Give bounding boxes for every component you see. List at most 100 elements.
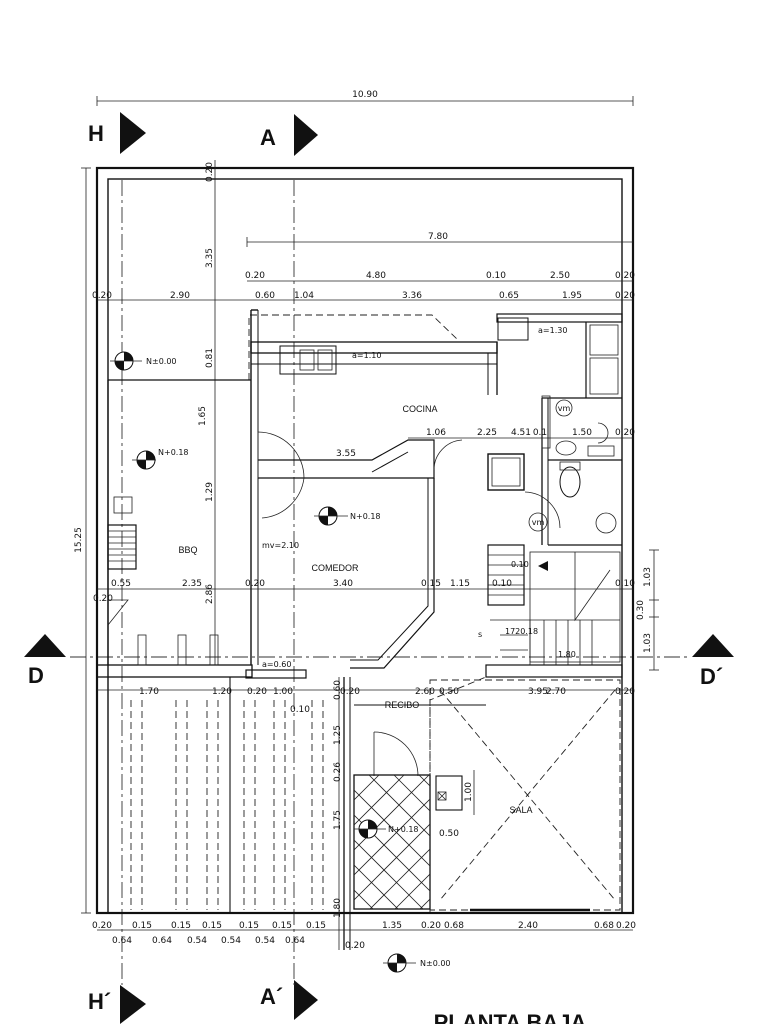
dim-overall-width: 10.90 [352, 90, 378, 100]
section-arrow-h-icon [120, 112, 146, 154]
section-arrow-d-prime-icon [692, 634, 734, 657]
svg-text:0.10: 0.10 [492, 579, 512, 589]
svg-text:4.51: 4.51 [511, 428, 531, 438]
interior-walls [96, 309, 623, 679]
note-a060: a=0.60 [262, 660, 291, 669]
section-arrow-h-prime-icon [120, 985, 146, 1024]
svg-text:0.15: 0.15 [272, 921, 292, 931]
svg-text:0.64: 0.64 [285, 936, 305, 946]
room-label-sala: SALA [509, 805, 532, 815]
note-stair2: 0.10 [511, 560, 529, 569]
svg-text:1.03: 1.03 [643, 567, 653, 587]
svg-text:0.68: 0.68 [594, 921, 614, 931]
svg-text:0.64: 0.64 [112, 936, 132, 946]
svg-text:0.15: 0.15 [421, 579, 441, 589]
svg-text:2.86: 2.86 [205, 584, 215, 604]
svg-text:0.20: 0.20 [345, 941, 365, 951]
staircase [487, 544, 621, 665]
svg-text:0.68: 0.68 [444, 921, 464, 931]
svg-text:0.20: 0.20 [616, 921, 636, 931]
section-label-h-prime: H´ [88, 989, 111, 1014]
section-label-d-prime: D´ [700, 664, 723, 689]
svg-text:1.06: 1.06 [426, 428, 446, 438]
dim-overall-depth: 15.25 [74, 527, 84, 553]
svg-text:7.80: 7.80 [428, 232, 448, 242]
level-marker-bbq: N+0.18 [132, 448, 189, 470]
note-s: s [478, 630, 482, 639]
dim-chain-row2: 0.20 2.90 0.60 1.04 3.36 0.65 1.95 0.20 [92, 291, 635, 301]
svg-text:1.25: 1.25 [333, 725, 343, 745]
note-a130: a=1.30 [538, 326, 567, 335]
section-marker-d: D [24, 634, 66, 688]
level-label-comedor: N+0.18 [350, 512, 381, 521]
section-label-a: A [260, 125, 276, 150]
level-label-exterior: N±0.00 [420, 959, 451, 968]
svg-text:1.70: 1.70 [139, 687, 159, 697]
section-label-a-prime: A´ [260, 984, 283, 1009]
recibo-vertical-dims: 0.60 1.25 0.26 1.75 1.80 1.00 0.50 [333, 677, 475, 950]
svg-text:0.20: 0.20 [92, 291, 112, 301]
level-marker-exterior: N±0.00 [383, 953, 451, 973]
level-marker-comedor: N+0.18 [314, 506, 381, 526]
svg-text:3.40: 3.40 [333, 579, 353, 589]
dim-chain-row1: 0.20 4.80 0.10 2.50 0.20 [245, 271, 635, 282]
svg-text:0.20: 0.20 [205, 162, 215, 182]
svg-text:1.29: 1.29 [205, 482, 215, 502]
note-a110: a=1.10 [352, 351, 381, 360]
svg-text:0.50: 0.50 [439, 829, 459, 839]
washer-label-1: vm [558, 404, 571, 413]
svg-text:0.55: 0.55 [111, 579, 131, 589]
svg-text:1.65: 1.65 [198, 406, 208, 426]
svg-text:0.15: 0.15 [239, 921, 259, 931]
section-arrow-d-icon [24, 634, 66, 657]
note-stair: 1720.18 [505, 627, 538, 636]
svg-text:2.25: 2.25 [477, 428, 497, 438]
svg-text:1.75: 1.75 [333, 810, 343, 830]
svg-text:0.50: 0.50 [439, 687, 459, 697]
svg-text:3.95: 3.95 [528, 687, 548, 697]
stair-arrow-icon [538, 561, 548, 571]
level-label-patio: N±0.00 [146, 357, 177, 366]
section-marker-a: A [260, 114, 318, 156]
svg-text:1.95: 1.95 [562, 291, 582, 301]
svg-text:0.10: 0.10 [290, 705, 310, 715]
svg-text:0.26: 0.26 [333, 762, 343, 782]
level-marker-patio: N±0.00 [110, 351, 177, 371]
drawing-title: PLANTA BAJA [434, 1010, 587, 1024]
svg-text:0.10: 0.10 [615, 579, 635, 589]
room-label-recibo: RECIBO [385, 700, 420, 710]
level-marker-recibo: N+0.18 [354, 819, 419, 839]
svg-text:0.15: 0.15 [202, 921, 222, 931]
patio-pergola [130, 677, 324, 913]
top-vertical-dims: 0.20 3.35 0.81 1.65 1.29 2.86 [198, 160, 216, 665]
doors [257, 431, 561, 777]
svg-text:1.00: 1.00 [273, 687, 293, 697]
dim-chain-bottom2: 0.64 0.64 0.54 0.54 0.54 0.64 0.20 [112, 936, 365, 951]
section-arrow-a-prime-icon [294, 980, 318, 1020]
svg-text:0.54: 0.54 [221, 936, 241, 946]
level-label-bbq: N+0.18 [158, 448, 189, 457]
svg-text:2.40: 2.40 [518, 921, 538, 931]
svg-text:1.80: 1.80 [333, 898, 343, 918]
svg-text:0.30: 0.30 [636, 600, 646, 620]
svg-text:0.20: 0.20 [615, 271, 635, 281]
dim-chain-780: 7.80 [246, 232, 633, 247]
dim-stair-180: 1.80 [558, 650, 576, 659]
svg-text:0.15: 0.15 [171, 921, 191, 931]
svg-text:2.50: 2.50 [550, 271, 570, 281]
section-marker-a-prime: A´ [260, 980, 318, 1020]
right-vertical-dims: 1.03 0.30 1.03 [636, 549, 659, 671]
note-mv: mv=2.10 [262, 541, 299, 550]
dim-chain-bottom1: 0.20 0.15 0.15 0.15 0.15 0.15 0.15 1.35 … [92, 921, 636, 931]
svg-text:0.1: 0.1 [533, 428, 547, 438]
svg-text:1.35: 1.35 [382, 921, 402, 931]
section-label-h: H [88, 121, 104, 146]
svg-text:1.15: 1.15 [450, 579, 470, 589]
svg-text:0.15: 0.15 [132, 921, 152, 931]
svg-text:0.81: 0.81 [205, 348, 215, 368]
svg-text:0.20: 0.20 [93, 594, 113, 604]
section-arrow-a-icon [294, 114, 318, 156]
svg-text:0.20: 0.20 [245, 271, 265, 281]
svg-text:3.55: 3.55 [336, 449, 356, 459]
